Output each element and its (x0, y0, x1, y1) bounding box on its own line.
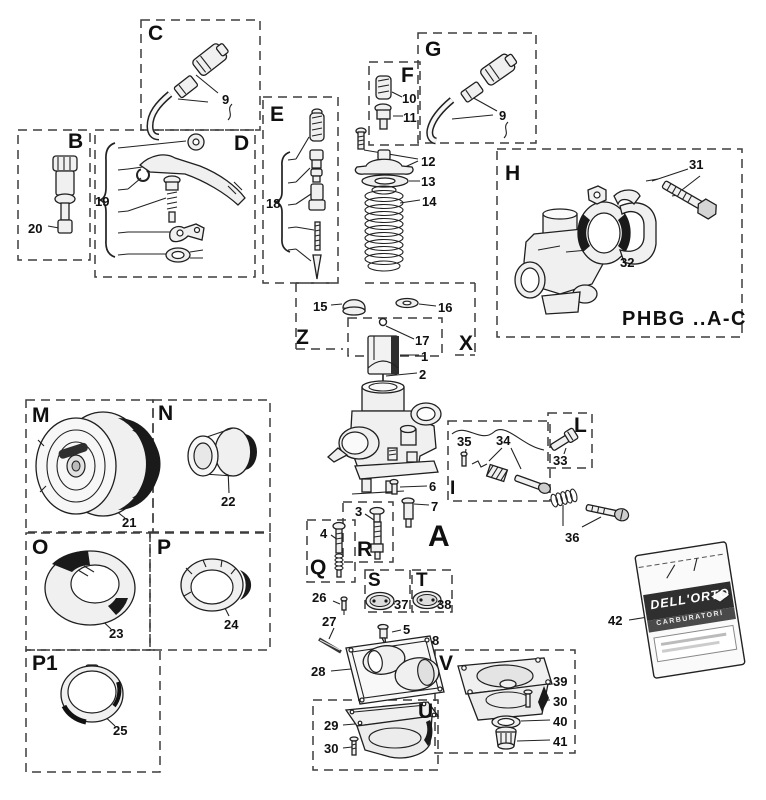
part-number-21: 21 (122, 515, 137, 530)
part-number-5: 5 (403, 622, 411, 637)
section-label-m: M (32, 404, 50, 427)
part-number-3: 3 (355, 504, 363, 519)
part-number-23: 23 (109, 626, 124, 641)
section-label-f: F (401, 64, 414, 87)
part-number-19: 19 (95, 194, 110, 209)
part-number-18: 18 (266, 196, 281, 211)
part-number-12: 12 (421, 154, 436, 169)
cable-adjuster-drawing-c (146, 43, 229, 141)
lever-kit-drawing (136, 133, 246, 263)
part-number-27: 27 (322, 614, 337, 629)
part-number-38: 38 (437, 597, 452, 612)
part-number-31: 31 (689, 157, 704, 172)
part-number-37: 37 (394, 597, 409, 612)
part-number-8: 8 (432, 633, 440, 648)
part-number-24: 24 (224, 617, 239, 632)
part-number-17: 17 (415, 333, 430, 348)
sleeve-adapter-drawing (187, 427, 257, 477)
part-number-35: 35 (457, 434, 472, 449)
jets-37-38-drawing (365, 590, 442, 611)
section-label-b: B (68, 130, 84, 153)
part-number-30-box-u: 30 (324, 741, 339, 756)
part-number-20: 20 (28, 221, 43, 236)
part-number-29: 29 (324, 718, 339, 733)
jet-set-drawing (308, 108, 326, 280)
jet-33-drawing (550, 427, 579, 451)
section-label-u: U (418, 700, 434, 723)
section-label-d: D (234, 132, 250, 155)
section-label-e: E (270, 103, 285, 126)
model-caption: PHBG ..A-C (622, 308, 747, 330)
choke-plunger-drawing (52, 155, 78, 234)
part-number-40: 40 (553, 714, 568, 729)
section-label-s: S (368, 570, 381, 591)
part-number-9-box-c: 9 (222, 92, 230, 107)
part-number-28: 28 (311, 664, 326, 679)
screws-3-4-drawing (332, 506, 385, 578)
part-number-41: 41 (553, 734, 568, 749)
ring-23-drawing (44, 550, 136, 626)
section-label-o: O (32, 536, 49, 559)
section-label-g: G (425, 38, 442, 61)
part-number-33: 33 (553, 453, 568, 468)
float-bowl-v-drawing (457, 657, 553, 750)
part-number-39: 39 (553, 674, 568, 689)
section-label-l: L (574, 414, 587, 437)
section-label-n: N (158, 402, 174, 425)
section-label-r: R (357, 538, 373, 561)
ring-nut-24-drawing (180, 558, 252, 612)
section-label-q: Q (310, 556, 327, 579)
part-number-26: 26 (312, 590, 327, 605)
part-number-34: 34 (496, 433, 511, 448)
section-label-x: X (459, 332, 474, 355)
carburetor-body-drawing (327, 380, 442, 528)
part-number-1: 1 (421, 349, 429, 364)
section-label-a: A (428, 520, 450, 553)
part-number-15: 15 (313, 299, 328, 314)
top-cover-assembly-drawing (354, 127, 414, 272)
part-number-16: 16 (438, 300, 453, 315)
part-number-10: 10 (402, 91, 417, 106)
manifold-kit-drawing (514, 180, 717, 315)
section-label-p: P (157, 536, 172, 559)
part-number-30-box-v: 30 (553, 694, 568, 709)
part-number-7: 7 (431, 499, 439, 514)
spare-parts-bag-drawing (634, 541, 746, 679)
section-label-i: I (450, 478, 456, 499)
section-label-p1: P1 (32, 652, 58, 675)
part-number-22: 22 (221, 494, 236, 509)
part-number-6: 6 (429, 479, 437, 494)
section-label-v: V (439, 652, 454, 675)
air-filter-drawing (35, 411, 161, 517)
part-number-11: 11 (403, 110, 417, 125)
ring-25-drawing (60, 664, 124, 725)
section-label-h: H (505, 162, 521, 185)
leader-lines (47, 74, 701, 749)
part-number-14: 14 (422, 194, 437, 209)
section-label-z: Z (296, 326, 309, 349)
part-number-2: 2 (419, 367, 427, 382)
part-number-36: 36 (565, 530, 580, 545)
slide-assembly-drawing (342, 297, 419, 400)
part-number-4: 4 (320, 526, 328, 541)
part-number-13: 13 (421, 174, 436, 189)
part-number-42: 42 (608, 613, 623, 628)
cable-adjuster-drawing-g (426, 53, 518, 145)
section-label-t: T (416, 570, 428, 591)
float-assembly-drawing (318, 596, 445, 705)
part-number-25: 25 (113, 723, 128, 738)
float-bowl-u-drawing (344, 701, 440, 759)
screw-kit-drawing-i (451, 429, 551, 494)
part-number-32: 32 (620, 255, 635, 270)
spring-screw-36-drawing (550, 488, 630, 522)
section-label-c: C (148, 22, 164, 45)
jets-10-11-drawing (374, 75, 392, 130)
part-number-9-box-g: 9 (499, 108, 507, 123)
